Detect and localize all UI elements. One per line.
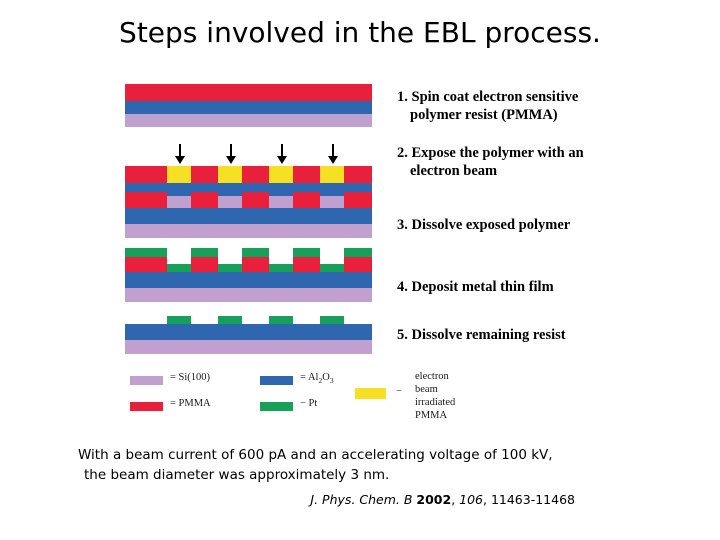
legend-irradiated-line1: electron	[415, 371, 449, 382]
step-5-text1: Dissolve remaining resist	[411, 327, 566, 343]
legend-swatch-irradiated-pmma	[355, 388, 386, 399]
legend-irradiated-line4: PMMA	[415, 410, 448, 422]
step-2-text1: Expose the polymer with an	[411, 145, 584, 161]
step2-irradiated-pmma-2	[218, 166, 242, 183]
step-label-5: 5. Dissolve remaining resist	[397, 326, 566, 344]
step4-pt-cap-1	[125, 248, 167, 257]
caption-line-1: With a beam current of 600 pA and an acc…	[78, 447, 553, 463]
step3-resist-block-4	[293, 192, 320, 208]
step4-resist-block-2	[191, 257, 218, 272]
ebl-process-diagram: 1. Spin coat electron sensitive polymer …	[110, 78, 630, 428]
step1-stack	[125, 84, 372, 132]
step3-layer-si	[125, 224, 372, 238]
step-3-line1: 3.	[397, 217, 408, 233]
citation-pages: 11463-11468	[490, 492, 575, 507]
step4-resist-block-3	[242, 257, 269, 272]
step4-pt-trench-2	[218, 264, 242, 272]
legend-swatch-si	[130, 376, 163, 385]
citation-comma-1: ,	[451, 492, 460, 507]
step1-layer-pmma	[125, 84, 372, 101]
journal-citation: J. Phys. Chem. B 2002, 106, 11463-11468	[78, 492, 575, 507]
legend-irradiated-line3: irradiated	[415, 397, 456, 409]
step-2-line1: 2.	[397, 145, 408, 161]
step-label-1: 1. Spin coat electron sensitive polymer …	[397, 88, 578, 124]
step5-stack	[125, 316, 372, 362]
step5-pt-island-3	[269, 316, 293, 324]
step-1-text1: Spin coat electron sensitive	[411, 89, 579, 105]
step1-layer-al2o3	[125, 101, 372, 114]
step-1-text2: polymer resist (PMMA)	[410, 107, 558, 124]
citation-year: 2002	[416, 492, 452, 507]
step4-stack	[125, 248, 372, 306]
legend-al2o3-part2: O	[322, 372, 330, 383]
beam-parameters-caption: With a beam current of 600 pA and an acc…	[78, 446, 648, 485]
legend-al2o3-sub2: 3	[329, 376, 334, 386]
step5-layer-al2o3	[125, 324, 372, 340]
step4-pt-cap-4	[293, 248, 320, 257]
step-3-text1: Dissolve exposed polymer	[411, 217, 571, 233]
step4-pt-cap-2	[191, 248, 218, 257]
legend-label-al2o3: = Al2O3	[300, 372, 334, 385]
legend-al2o3-sub1: 2	[318, 376, 323, 386]
step-5-line1: 5.	[397, 327, 408, 343]
step4-pt-trench-4	[320, 264, 344, 272]
legend-label-si: = Si(100)	[170, 372, 211, 383]
step3-resist-block-5	[344, 192, 372, 208]
step4-layer-al2o3	[125, 272, 372, 288]
step2-irradiated-pmma-3	[269, 166, 293, 183]
step-label-3: 3. Dissolve exposed polymer	[397, 216, 570, 234]
step5-pt-island-2	[218, 316, 242, 324]
step4-pt-cap-3	[242, 248, 269, 257]
step4-pt-trench-3	[269, 264, 293, 272]
legend-swatch-pt	[260, 402, 293, 411]
legend-label-pmma: = PMMA	[170, 398, 211, 409]
step4-layer-si	[125, 288, 372, 302]
citation-volume: 106	[459, 492, 483, 507]
step5-pt-island-1	[167, 316, 191, 324]
citation-journal: J. Phys. Chem. B	[310, 492, 417, 507]
step5-pt-island-4	[320, 316, 344, 324]
legend-al2o3-part1: = Al	[300, 372, 319, 383]
material-legend: = Si(100) = Al2O3 = PMMA − Pt − electron…	[130, 371, 455, 430]
step-4-line1: 4.	[397, 279, 408, 295]
step3-layer-al2o3	[125, 208, 372, 224]
step4-resist-block-4	[293, 257, 320, 272]
step4-resist-block-5	[344, 257, 372, 272]
step3-resist-block-1	[125, 192, 167, 208]
legend-irradiated-line2: beam	[415, 384, 438, 396]
legend-label-irradiated-pmma: electron beam irradiated PMMA	[415, 370, 455, 423]
step4-pt-trench-1	[167, 264, 191, 272]
step-label-4: 4. Deposit metal thin film	[397, 278, 554, 296]
legend-swatch-pmma	[130, 402, 163, 411]
caption-line-2: the beam diameter was approximately 3 nm…	[84, 466, 390, 483]
step-label-2: 2. Expose the polymer with an electron b…	[397, 144, 584, 180]
step4-pt-cap-5	[344, 248, 372, 257]
step2-irradiated-pmma-1	[167, 166, 191, 183]
step-4-text1: Deposit metal thin film	[411, 279, 554, 295]
step5-layer-si	[125, 340, 372, 354]
step4-resist-block-1	[125, 257, 167, 272]
step3-resist-block-3	[242, 192, 269, 208]
legend-label-pt: − Pt	[300, 398, 318, 409]
step-2-text2: electron beam	[410, 163, 498, 180]
page-title: Steps involved in the EBL process.	[119, 16, 601, 49]
citation-comma-2: ,	[483, 492, 491, 507]
step3-stack	[125, 192, 372, 242]
step1-layer-si	[125, 114, 372, 127]
step2-irradiated-pmma-4	[320, 166, 344, 183]
legend-dash-irradiated: −	[396, 386, 402, 397]
step3-resist-block-2	[191, 192, 218, 208]
step-1-line1: 1.	[397, 89, 408, 105]
legend-swatch-al2o3	[260, 376, 293, 385]
